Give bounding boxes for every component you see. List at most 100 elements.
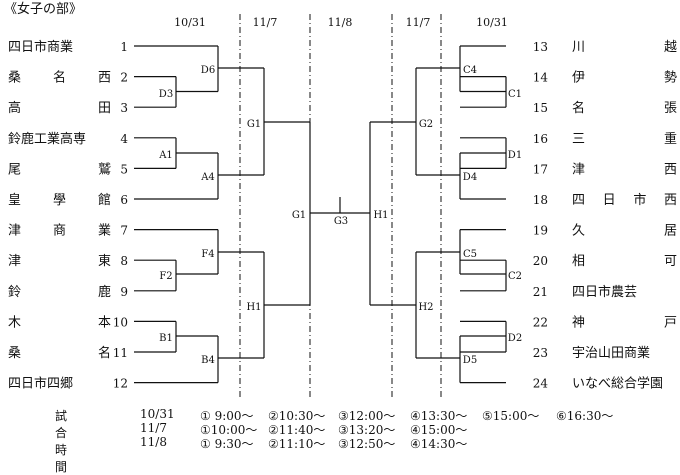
- schedule-row: 11/8 ① 9:30～ ②11:10～ ③12:50～ ④14:30～: [140, 435, 620, 451]
- right-team-name-14: 伊: [572, 71, 585, 86]
- left-team-number-7: 7: [120, 224, 128, 238]
- left-team-number-10: 10: [113, 315, 128, 329]
- left-team-number-1: 1: [120, 40, 128, 54]
- left-team-number-3: 3: [120, 101, 128, 115]
- right-team-name-17: 西: [664, 162, 677, 177]
- right-team-name-15: 張: [664, 101, 677, 116]
- right-team-name-14: 勢: [664, 71, 677, 86]
- schedule-slot: ① 9:30～: [200, 437, 254, 451]
- schedule-slot: ④15:00～: [410, 423, 468, 437]
- match-label-c2: C2: [508, 271, 522, 282]
- right-team-number-24: 24: [533, 377, 549, 391]
- left-team-name-6: 學: [53, 193, 66, 208]
- right-team-name-13: 越: [664, 40, 677, 55]
- match-label-d3: D3: [159, 89, 173, 100]
- left-team-number-6: 6: [120, 193, 128, 207]
- match-label-d2: D2: [508, 333, 522, 344]
- left-team-name-6: 館: [98, 193, 111, 208]
- left-team-name-2: 桑: [8, 71, 21, 86]
- left-team-name-2: 西: [98, 71, 111, 86]
- schedule-slot: ②11:10～: [268, 437, 326, 451]
- left-team-name-11: 名: [98, 345, 111, 361]
- match-label-b4: B4: [201, 355, 215, 366]
- right-team-name-13: 川: [572, 40, 585, 55]
- match-label-d1: D1: [508, 150, 522, 161]
- left-team-number-8: 8: [120, 254, 128, 268]
- schedule-slot: ①10:00～: [200, 423, 258, 437]
- match-label-h1-semi: H1: [373, 210, 388, 221]
- match-label-b1: B1: [159, 333, 173, 344]
- left-team-name-11: 桑: [8, 346, 21, 361]
- right-team-name-16: 重: [664, 131, 677, 147]
- left-team-number-4: 4: [120, 132, 128, 146]
- round-date-5: 10/31: [476, 16, 508, 29]
- right-team-name-17: 津: [572, 162, 585, 177]
- right-team-name-18: 西: [664, 193, 677, 208]
- match-label-d4: D4: [463, 172, 477, 183]
- right-team-number-21: 21: [533, 285, 548, 299]
- left-team-name-8: 津: [8, 254, 21, 269]
- right-team-number-23: 23: [533, 346, 548, 360]
- left-team-number-5: 5: [120, 162, 128, 176]
- match-label-f4: F4: [201, 249, 214, 260]
- left-team-name-3: 高: [8, 100, 21, 116]
- schedule-date: 11/7: [140, 421, 167, 435]
- match-label-f2: F2: [159, 271, 172, 282]
- right-team-number-19: 19: [533, 224, 548, 238]
- match-label-h1-bottom: H1: [246, 302, 261, 313]
- left-team-name-8: 東: [98, 253, 111, 269]
- match-label-g2: G2: [419, 119, 433, 130]
- schedule-slot: ③12:50～: [338, 437, 396, 451]
- match-label-g1-semi: G1: [292, 210, 306, 221]
- schedule-date: 11/8: [140, 435, 167, 449]
- match-label-d6: D6: [201, 65, 215, 76]
- right-team-number-14: 14: [533, 71, 549, 85]
- right-team-number-17: 17: [533, 162, 548, 176]
- left-team-name-5: 鷲: [98, 162, 111, 177]
- match-label-d5: D5: [463, 355, 477, 366]
- match-label-h2: H2: [418, 302, 433, 313]
- left-team-name-12: 四日市四郷: [8, 376, 73, 392]
- right-team-name-15: 名: [572, 100, 585, 116]
- left-team-name-9: 鈴: [8, 285, 21, 300]
- right-team-number-16: 16: [533, 132, 548, 146]
- right-team-number-15: 15: [533, 101, 548, 115]
- right-team-name-16: 三: [572, 132, 585, 147]
- schedule-date: 10/31: [140, 407, 175, 421]
- left-team-number-12: 12: [113, 377, 128, 391]
- left-team-name-7: 商: [53, 224, 66, 239]
- bracket-title: 《女子の部》: [4, 1, 82, 17]
- schedule-slot: ②11:40～: [268, 423, 326, 437]
- round-date-3: 11/8: [328, 16, 353, 29]
- right-team-name-18: 四: [572, 193, 585, 208]
- match-label-c4: C4: [463, 65, 477, 76]
- left-team-number-9: 9: [120, 285, 128, 299]
- right-team-number-22: 22: [533, 315, 548, 329]
- right-team-name-18: 日: [603, 193, 616, 208]
- left-team-name-10: 本: [98, 315, 111, 330]
- round-date-1: 10/31: [174, 16, 206, 29]
- right-team-name-22: 神: [572, 315, 585, 330]
- right-team-name-23: 宇治山田商業: [572, 345, 650, 361]
- right-team-name-18: 市: [633, 192, 646, 208]
- left-team-name-7: 業: [98, 223, 111, 239]
- left-team-name-5: 尾: [8, 162, 21, 177]
- right-team-name-19: 久: [572, 224, 585, 239]
- left-team-number-2: 2: [120, 71, 128, 85]
- schedule-slot: ③13:20～: [338, 423, 396, 437]
- right-team-number-20: 20: [533, 254, 548, 268]
- schedule-slot: ⑥16:30～: [556, 409, 614, 423]
- left-team-number-11: 11: [113, 346, 128, 360]
- match-label-g1-top: G1: [247, 119, 261, 130]
- right-team-name-22: 戸: [664, 315, 677, 330]
- left-team-name-6: 皇: [8, 193, 21, 208]
- schedule-slot: ④14:30～: [410, 437, 468, 451]
- schedule-title: 試合時間: [55, 409, 68, 474]
- left-team-name-1: 四日市商業: [8, 39, 73, 55]
- match-label-a4: A4: [200, 172, 215, 183]
- round-date-4: 11/7: [406, 16, 431, 29]
- round-date-2: 11/7: [253, 16, 278, 29]
